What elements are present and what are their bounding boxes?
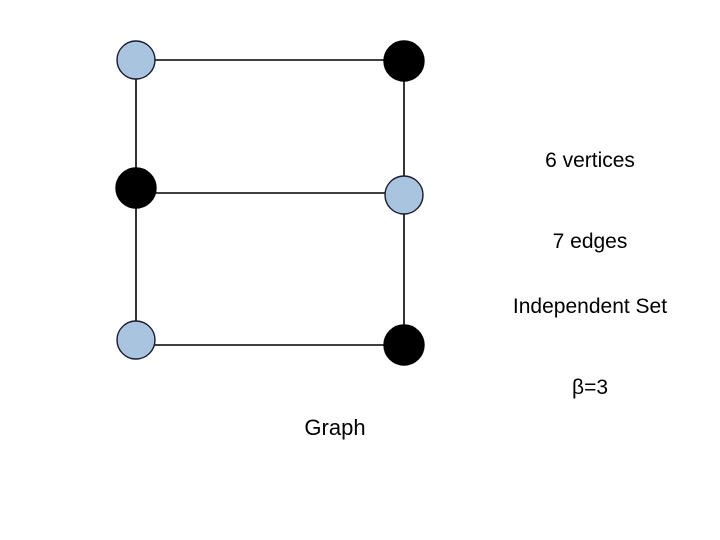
vertex-v1[interactable] <box>116 40 156 80</box>
annotation-vertex-edge-counts: 6 vertices 7 edges <box>460 92 720 310</box>
graph-edges <box>135 59 405 346</box>
vertex-v3[interactable] <box>115 167 157 209</box>
vertex-v6[interactable] <box>383 324 425 366</box>
vertex-v2[interactable] <box>383 40 425 82</box>
vertex-v5[interactable] <box>116 320 156 360</box>
graph-vertices <box>115 40 425 366</box>
independent-set-value: β=3 <box>571 376 609 400</box>
graph-caption: Graph <box>304 415 366 440</box>
edge-count-label: 7 edges <box>552 230 628 254</box>
independent-set-title: Independent Set <box>512 294 668 318</box>
vertex-count-label: 6 vertices <box>545 148 635 172</box>
vertex-v4[interactable] <box>384 175 424 215</box>
annotation-independent-set: Independent Set β=3 <box>460 238 720 456</box>
